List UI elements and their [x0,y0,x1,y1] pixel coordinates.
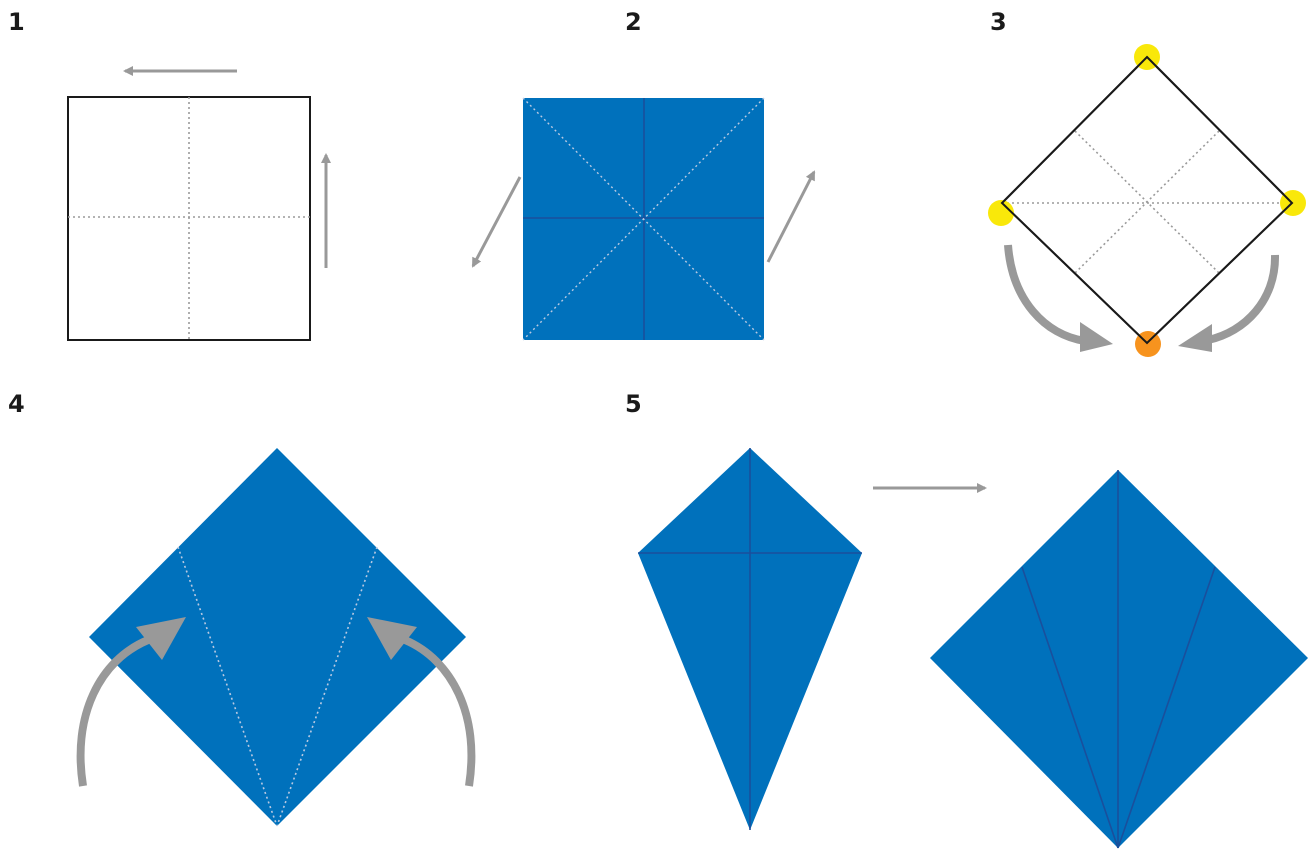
step-5-number: 5 [625,390,642,418]
step-4-arrow-right-head [367,617,417,660]
step-3-arrow-left-head [1080,322,1113,352]
step-2-number: 2 [625,8,642,36]
step-4-right-fold-line [276,546,378,827]
step-2-arrow-down-left [471,176,522,268]
step-2: 2 [471,8,816,341]
step-3-arrow-left-curve [1004,244,1086,345]
step-3-arrow-right-head [1178,324,1212,352]
step-2-diagonal-crease-b [522,97,765,341]
step-4-number: 4 [8,390,25,418]
step-5-result-right-fold [1117,566,1216,849]
step-4-paper-diamond [89,448,466,826]
step-3-number: 3 [990,8,1007,36]
step-1: 1 [8,8,331,341]
step-4: 4 [8,390,476,827]
step-3-left-corner-marker [988,200,1014,226]
step-3-arrow-right-curve [1207,254,1280,344]
step-3-paper-diamond [1000,55,1294,345]
step-5-result-diamond [930,470,1308,848]
step-5-result-left-fold [1021,566,1119,849]
step-3-paper-outline-overlay [1000,55,1294,345]
step-3-diagonal-crease-b [1074,130,1220,274]
step-2-arrow-up-right [766,170,816,263]
step-1-number: 1 [8,8,25,36]
step-3: 3 [988,8,1306,357]
step-5: 5 [625,390,1308,849]
step-4-arrow-right-curve [403,636,476,787]
step-4-arrow-left-head [136,617,186,660]
step-4-left-fold-line [177,546,278,827]
step-4-arrow-left-curve [76,636,150,787]
